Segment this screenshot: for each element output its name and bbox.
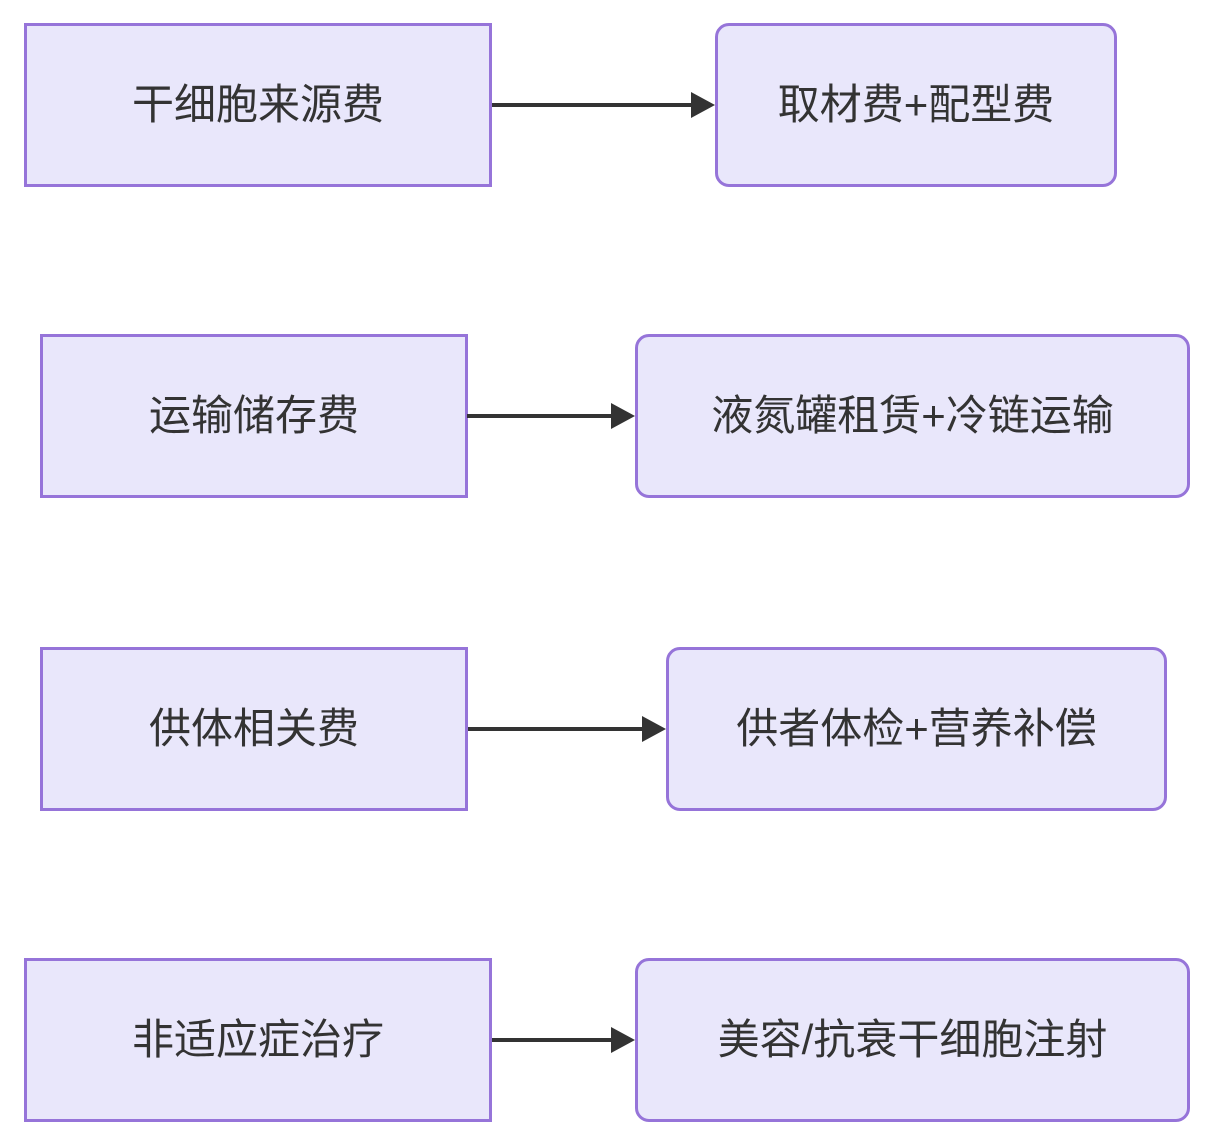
arrow-row4 [492,1027,635,1053]
node-label: 取材费+配型费 [777,81,1055,128]
node-target-row4: 美容/抗衰干细胞注射 [635,958,1190,1122]
node-source-row2: 运输储存费 [40,334,468,498]
node-target-row3: 供者体检+营养补偿 [666,647,1167,811]
node-source-row3: 供体相关费 [40,647,468,811]
node-label: 美容/抗衰干细胞注射 [717,1016,1108,1063]
node-label: 运输储存费 [148,392,359,439]
node-label: 供者体检+营养补偿 [736,705,1097,752]
arrow-row3 [468,716,666,742]
arrow-row2 [467,403,635,429]
node-target-row2: 液氮罐租赁+冷链运输 [635,334,1190,498]
node-label: 液氮罐租赁+冷链运输 [711,392,1114,439]
node-label: 非适应症治疗 [131,1016,384,1063]
node-label: 供体相关费 [148,705,359,752]
node-label: 干细胞来源费 [131,81,384,128]
node-target-row1: 取材费+配型费 [715,23,1117,187]
node-source-row4: 非适应症治疗 [24,958,492,1122]
arrow-row1 [492,92,715,118]
node-source-row1: 干细胞来源费 [24,23,492,187]
